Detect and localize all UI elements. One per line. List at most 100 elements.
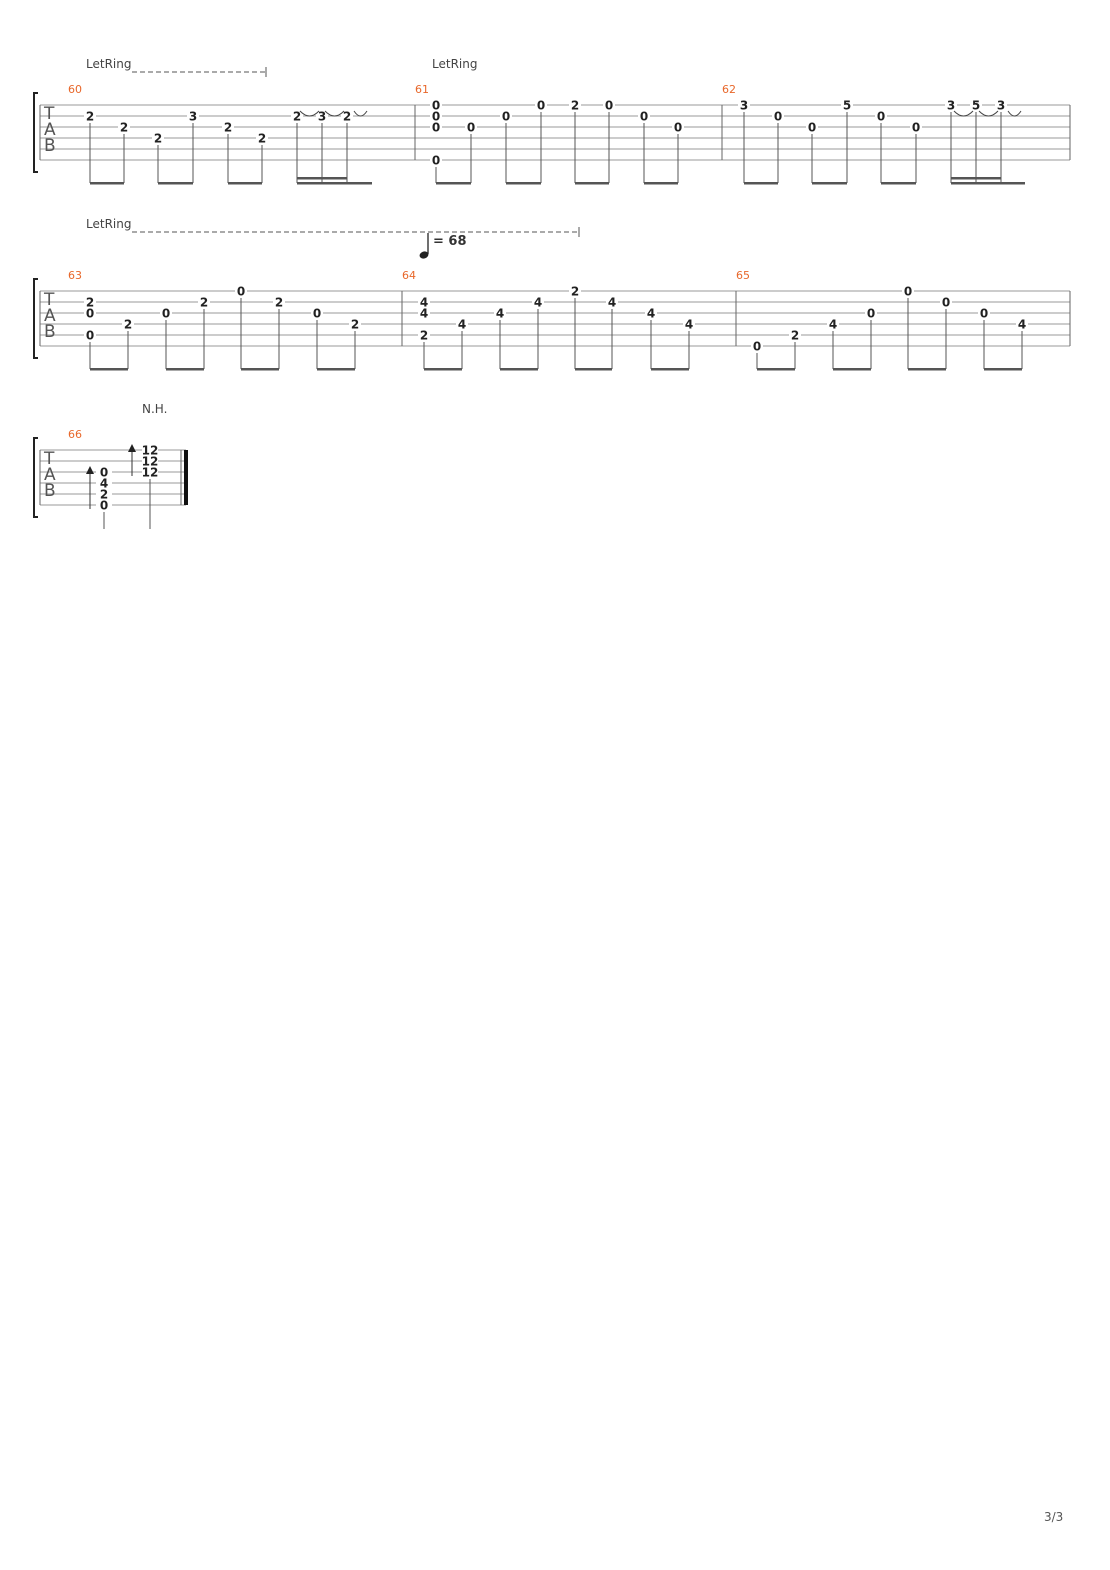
fret-number: 2 — [86, 296, 94, 310]
fret-number: 5 — [843, 99, 851, 113]
fret-bg — [96, 499, 112, 511]
fret-bg — [789, 329, 801, 341]
fret-number: 4 — [420, 296, 428, 310]
fret-bg — [683, 318, 695, 330]
fret-bg — [84, 296, 96, 308]
fret-number: 2 — [154, 132, 162, 146]
fret-bg — [142, 455, 158, 467]
beam — [500, 368, 538, 371]
chord-fret-number: 2 — [100, 488, 108, 502]
fret-bg — [569, 99, 581, 111]
tab-clef-letter: T — [43, 290, 55, 310]
fret-number: 4 — [1018, 318, 1026, 332]
fret-number: 4 — [458, 318, 466, 332]
tie-arc — [1007, 110, 1022, 117]
fret-bg — [142, 466, 158, 478]
measure-number: 60 — [68, 83, 82, 96]
strum-up-arrow-icon — [128, 444, 136, 452]
measure-number: 63 — [68, 269, 82, 282]
fret-number: 0 — [912, 121, 920, 135]
fret-bg — [152, 132, 164, 144]
fret-number: 4 — [685, 318, 693, 332]
beam — [757, 368, 795, 371]
fret-number: 0 — [537, 99, 545, 113]
sixteenth-beam — [951, 177, 1001, 180]
tie-arc — [299, 110, 320, 117]
tab-clef-letter: A — [44, 120, 56, 140]
fret-bg — [96, 477, 112, 489]
fret-bg — [910, 121, 922, 133]
fret-number: 0 — [980, 307, 988, 321]
tab-clef-letter: B — [44, 481, 56, 501]
fret-bg — [465, 121, 477, 133]
final-barline-thick — [184, 450, 188, 505]
fret-number: 2 — [571, 99, 579, 113]
fret-bg — [672, 121, 684, 133]
tie-arc — [353, 110, 368, 117]
fret-bg — [341, 110, 353, 122]
fret-bg — [569, 285, 581, 297]
fret-bg — [160, 307, 172, 319]
fret-number: 2 — [200, 296, 208, 310]
fret-bg — [256, 132, 268, 144]
chord-fret-number: 0 — [100, 499, 108, 513]
fret-number: 2 — [791, 329, 799, 343]
fret-number: 2 — [224, 121, 232, 135]
fret-bg — [84, 110, 96, 122]
fret-number: 5 — [972, 99, 980, 113]
fret-bg — [865, 307, 877, 319]
fret-number: 0 — [753, 340, 761, 354]
fret-number: 2 — [275, 296, 283, 310]
beam — [984, 368, 1022, 371]
tab-clef-letter: A — [44, 465, 56, 485]
fret-bg — [875, 110, 887, 122]
let-ring-label: LetRing — [432, 57, 477, 71]
fret-number: 3 — [318, 110, 326, 124]
fret-number: 4 — [496, 307, 504, 321]
fret-bg — [96, 488, 112, 500]
beam — [228, 182, 262, 185]
beam — [575, 368, 612, 371]
fret-number: 0 — [867, 307, 875, 321]
system-bracket — [33, 437, 38, 518]
fret-bg — [222, 121, 234, 133]
beam — [644, 182, 678, 185]
beam — [158, 182, 193, 185]
fret-number: 3 — [947, 99, 955, 113]
let-ring-label: LetRing — [86, 57, 131, 71]
fret-bg — [316, 110, 328, 122]
fret-bg — [606, 296, 618, 308]
fret-number: 0 — [467, 121, 475, 135]
beam — [317, 368, 355, 371]
fret-bg — [827, 318, 839, 330]
tie-arc — [324, 110, 345, 117]
fret-number: 2 — [293, 110, 301, 124]
fret-number: 0 — [86, 329, 94, 343]
fret-bg — [430, 121, 442, 133]
measure-number: 66 — [68, 428, 82, 441]
fret-number: 4 — [534, 296, 542, 310]
fret-number: 0 — [432, 154, 440, 168]
fret-number: 0 — [605, 99, 613, 113]
let-ring-label: LetRing — [86, 217, 131, 231]
fret-bg — [945, 99, 957, 111]
fret-bg — [349, 318, 361, 330]
fret-bg — [84, 307, 96, 319]
measure-number: 64 — [402, 269, 416, 282]
fret-bg — [978, 307, 990, 319]
fret-number: 2 — [351, 318, 359, 332]
fret-bg — [995, 99, 1007, 111]
fret-bg — [118, 121, 130, 133]
fret-bg — [96, 466, 112, 478]
natural-harmonic-label: N.H. — [142, 402, 167, 416]
fret-number: 0 — [86, 307, 94, 321]
fret-bg — [970, 99, 982, 111]
tie-arc — [978, 110, 999, 117]
fret-bg — [142, 444, 158, 456]
fret-bg — [772, 110, 784, 122]
measure-number: 65 — [736, 269, 750, 282]
fret-bg — [456, 318, 468, 330]
fret-bg — [311, 307, 323, 319]
beam — [90, 368, 128, 371]
fret-number: 2 — [343, 110, 351, 124]
